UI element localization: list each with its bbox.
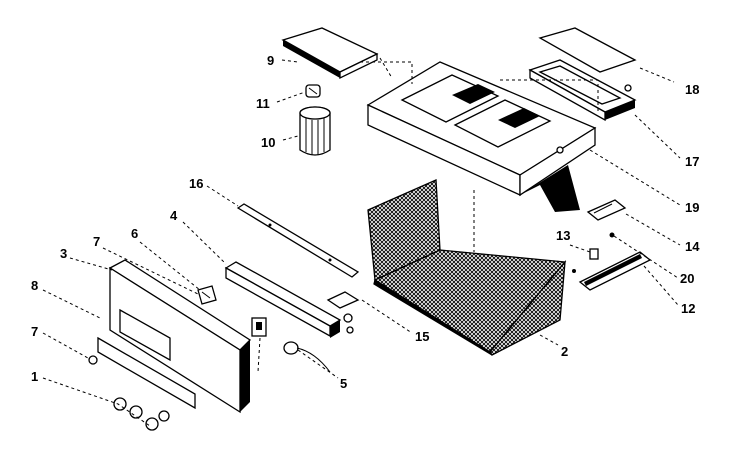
part-9-filter-plate xyxy=(281,27,379,80)
part-17-lens-tray xyxy=(528,59,637,122)
part-19-housing xyxy=(366,61,597,212)
label-9: 9 xyxy=(267,53,274,68)
label-2: 2 xyxy=(561,344,568,359)
label-3: 3 xyxy=(60,246,67,261)
label-7-upper: 7 xyxy=(93,234,100,249)
label-5: 5 xyxy=(340,376,347,391)
label-10: 10 xyxy=(261,135,275,150)
part-5-power-cord xyxy=(283,341,331,373)
part-6-switch xyxy=(251,317,267,337)
label-4: 4 xyxy=(170,208,178,223)
label-7-lower: 7 xyxy=(31,324,38,339)
part-2-mesh-filter xyxy=(367,179,567,356)
leader-lines xyxy=(42,57,681,427)
part-16-strip xyxy=(236,203,360,278)
label-16: 16 xyxy=(189,176,203,191)
part-13-clip xyxy=(589,248,599,260)
label-19: 19 xyxy=(685,200,699,215)
part-18-cover xyxy=(538,27,637,73)
part-11-clip xyxy=(305,84,321,98)
label-13: 13 xyxy=(556,228,570,243)
label-17: 17 xyxy=(685,154,699,169)
part-labels: 9 11 10 18 17 19 14 20 12 13 16 4 6 7 3 … xyxy=(31,53,700,391)
part-7-knob xyxy=(88,355,98,365)
label-20: 20 xyxy=(680,271,694,286)
part-8-switch-plate xyxy=(97,336,196,410)
part-10-motor xyxy=(299,106,331,156)
label-6: 6 xyxy=(131,226,138,241)
part-1-knobs xyxy=(113,397,170,431)
label-11: 11 xyxy=(256,96,270,111)
part-12-rail xyxy=(572,251,652,291)
label-12: 12 xyxy=(681,301,695,316)
part-20-screw xyxy=(609,232,615,238)
label-8: 8 xyxy=(31,278,38,293)
label-1: 1 xyxy=(31,369,38,384)
part-7-bracket-upper xyxy=(197,285,217,305)
label-15: 15 xyxy=(415,329,429,344)
part-3-front-panel xyxy=(108,259,252,414)
label-14: 14 xyxy=(685,239,700,254)
part-15-socket xyxy=(326,291,360,334)
part-14-element xyxy=(586,199,627,221)
label-18: 18 xyxy=(685,82,699,97)
part-4-channel xyxy=(224,261,342,338)
